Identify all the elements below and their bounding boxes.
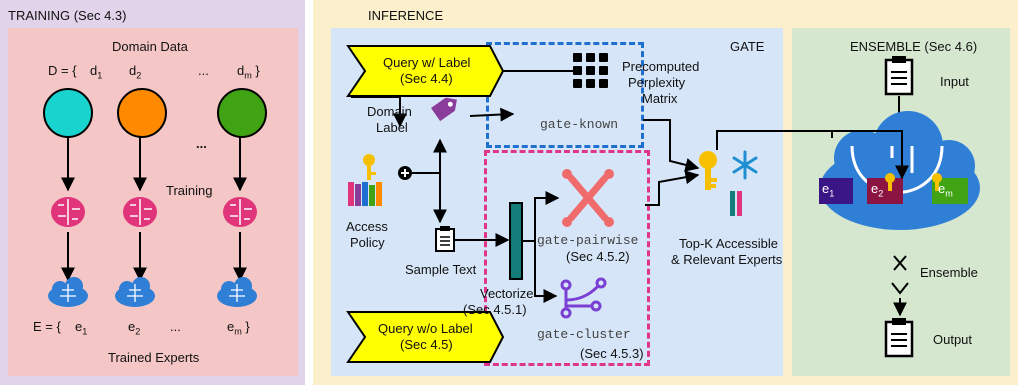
gate-unknown-box: [484, 150, 650, 366]
precomputed-label: Precomputed: [622, 59, 700, 74]
perplexity-label: Perplexity: [628, 75, 686, 90]
d2-label: d2: [129, 63, 142, 81]
em-label: em }: [227, 319, 250, 337]
e-ellipsis: ...: [170, 319, 181, 334]
training-title: TRAINING (Sec 4.3): [8, 8, 127, 23]
matrix-grid-icon: [573, 53, 608, 88]
output-clipboard-icon: [884, 318, 914, 358]
access-policy-icon: [348, 154, 382, 206]
inference-graphics: [346, 45, 911, 363]
ensemble-cloud-icon: [820, 111, 980, 230]
ens-e1-label: e1: [822, 181, 835, 199]
d-set-open: D = {: [48, 63, 77, 78]
ensemble-input-label: Input: [940, 74, 969, 89]
d-ellipsis: ...: [198, 63, 209, 78]
gate-cluster-label: gate-cluster: [537, 327, 631, 342]
vectorize-label: Vectorize: [480, 286, 534, 301]
query-nolabel-text: Query w/o Label: [378, 321, 473, 336]
access-policy-text2: Policy: [350, 235, 385, 250]
query-nolabel-banner: [346, 311, 505, 363]
ensemble-graphics: [819, 56, 980, 358]
input-clipboard-icon: [884, 56, 914, 96]
domain-ellipsis: ...: [196, 136, 207, 151]
training-graphics: [48, 137, 257, 307]
matrix-label: Matrix: [642, 91, 678, 106]
inference-title: INFERENCE: [368, 8, 444, 23]
brain-icon: [51, 197, 257, 227]
query-label-sec: (Sec 4.4): [400, 71, 453, 86]
gate-pairwise-label: gate-pairwise: [537, 233, 639, 248]
topk-label-2: & Relevant Experts: [671, 252, 783, 267]
dm-label: dm }: [237, 63, 260, 81]
e1-label: e1: [75, 319, 88, 337]
document-icon: [435, 226, 455, 252]
ensemble-title: ENSEMBLE (Sec 4.6): [850, 39, 978, 54]
e2-label: e2: [128, 319, 141, 337]
vectorize-sec: (Sec 4.5.1): [463, 302, 527, 317]
training-label: Training: [166, 183, 213, 198]
tag-icon: [431, 97, 457, 122]
domain-dm-circle: [217, 88, 267, 138]
ens-e2-label: e2: [871, 181, 884, 199]
domain-label-text2: Label: [376, 120, 408, 135]
sample-text-label: Sample Text: [405, 262, 477, 277]
domain-d2-circle: [117, 88, 167, 138]
ens-em-label: em: [938, 181, 953, 199]
gate-cluster-sec: (Sec 4.5.3): [580, 346, 644, 361]
d1-label: d1: [90, 63, 103, 81]
domain-label-text: Domain: [367, 104, 412, 119]
pairwise-icon: [567, 174, 609, 222]
gate-title: GATE: [730, 39, 765, 54]
domain-data-label: Domain Data: [112, 39, 188, 54]
key-icon: [699, 151, 717, 190]
topk-label-1: Top-K Accessible: [679, 236, 778, 251]
trained-experts-label: Trained Experts: [108, 350, 200, 365]
query-label-banner: [346, 45, 505, 97]
cluster-icon: [560, 277, 607, 319]
ensemble-output-label: Output: [933, 332, 973, 347]
snowflake-icon: [732, 150, 758, 180]
e-set-open: E = {: [33, 319, 61, 334]
vector-bar: [509, 202, 523, 280]
gate-pairwise-sec: (Sec 4.5.2): [566, 249, 630, 264]
query-nolabel-sec: (Sec 4.5): [400, 337, 453, 352]
access-policy-text: Access: [346, 219, 388, 234]
gate-known-label: gate-known: [540, 117, 619, 132]
ensemble-label: Ensemble: [920, 265, 978, 280]
query-label-text: Query w/ Label: [383, 55, 471, 70]
